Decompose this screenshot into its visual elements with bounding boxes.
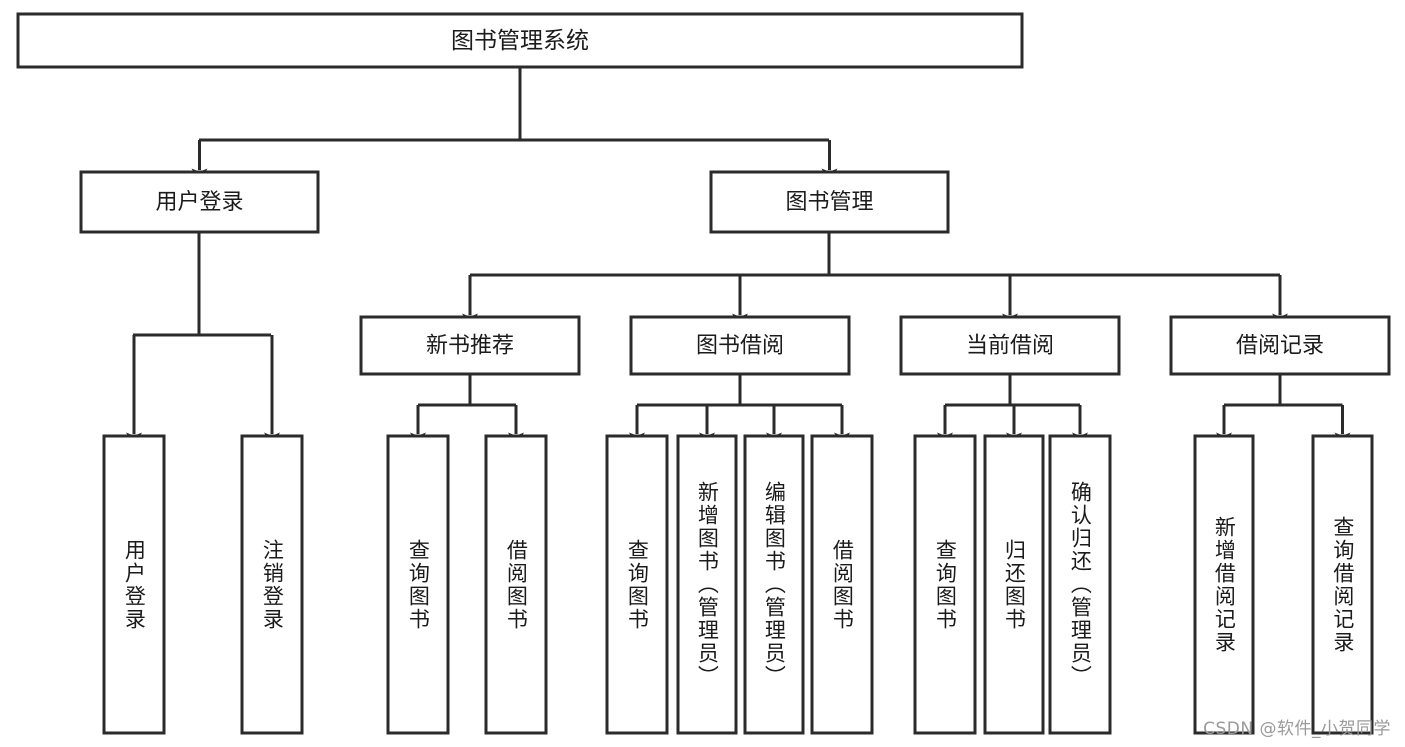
leaf-leaf-query-book-cur[interactable] [913,434,977,735]
node-label-user-login: 用户登录 [155,190,243,215]
leaf-leaf-query-book-borrow[interactable] [605,434,669,735]
leaf-leaf-edit-book[interactable] [743,434,805,735]
leaf-leaf-borrow-book[interactable] [810,434,874,735]
node-label-new-book-rec: 新书推荐 [426,334,514,359]
node-book-manage[interactable] [709,170,950,234]
node-label-book-borrow: 图书借阅 [696,334,784,359]
leaf-leaf-user-login[interactable] [102,434,166,735]
leaf-leaf-return-book[interactable] [983,434,1045,735]
leaf-leaf-add-book[interactable] [676,434,738,735]
node-borrow-record[interactable] [1169,315,1391,376]
node-label-borrow-record: 借阅记录 [1236,334,1324,359]
leaf-leaf-add-record[interactable] [1193,434,1255,735]
node-undefined[interactable] [16,12,1024,69]
leaf-leaf-confirm-return[interactable] [1048,434,1112,735]
leaf-leaf-query-record[interactable] [1311,434,1374,735]
node-book-borrow[interactable] [629,315,851,376]
box-layer [16,12,1391,735]
node-current-borrow[interactable] [899,315,1121,376]
node-new-book-rec[interactable] [359,315,581,376]
node-label-book-manage: 图书管理 [785,190,873,215]
leaf-leaf-borrow-book-rec[interactable] [484,434,548,735]
node-user-login[interactable] [79,170,320,234]
leaf-leaf-user-logout[interactable] [240,434,304,735]
watermark: CSDN @软件_小贺同学 [1203,719,1391,739]
node-label-undefined: 图书管理系统 [451,28,589,54]
connector-layer [126,67,1351,447]
leaf-leaf-query-book-rec[interactable] [386,434,450,735]
node-label-current-borrow: 当前借阅 [966,334,1054,359]
